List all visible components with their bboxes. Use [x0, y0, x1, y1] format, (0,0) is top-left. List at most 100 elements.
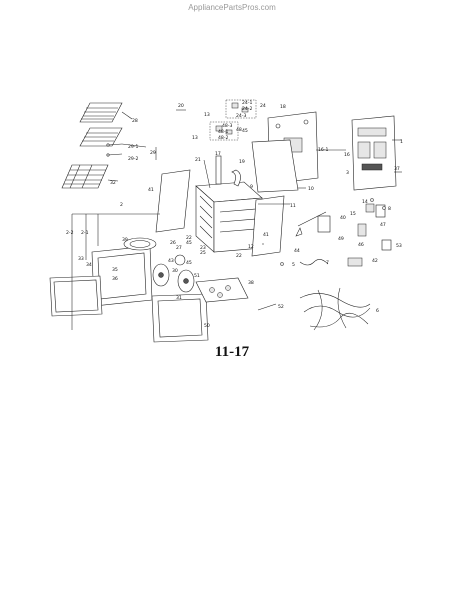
part-number-labels: 1 2 2-1 2-2 3 5 6 7 8 9 10 11 12 13 13 1…	[66, 100, 403, 329]
part-label: 24-3	[236, 113, 247, 119]
fan-blade-part-43	[174, 254, 186, 266]
leader-lines	[71, 111, 402, 330]
clip-part-19	[231, 169, 241, 187]
rack-slide	[106, 143, 123, 157]
part-label: 24-1	[242, 100, 253, 106]
burner-plate-part-38	[195, 277, 249, 303]
part-label: 47	[380, 222, 386, 228]
part-label: 32	[110, 180, 116, 186]
part-label: 45	[186, 240, 192, 246]
part-label: 37	[394, 166, 400, 172]
part-label: 25	[200, 250, 206, 256]
bracket-part-17	[215, 155, 222, 185]
part-label: 20	[178, 103, 184, 109]
oven-rack-middle	[79, 127, 123, 147]
door-glass-inner	[157, 298, 203, 338]
tube-part-21	[203, 159, 211, 189]
part-label: 10	[308, 186, 314, 192]
part-label: 42	[372, 258, 378, 264]
relay-part-46	[357, 223, 367, 237]
part-label: 9	[250, 184, 253, 190]
part-label: 45	[186, 260, 192, 266]
heating-element-part-26	[123, 237, 157, 251]
part-label: 40	[340, 215, 346, 221]
insulation-blanket	[251, 139, 299, 193]
part-label: 2	[120, 202, 123, 208]
oven-cavity	[195, 181, 263, 253]
bracket-part-49	[317, 215, 331, 233]
connector-part-42	[347, 257, 363, 267]
parts-group-box-48	[209, 121, 239, 141]
part-label: 41	[263, 232, 269, 238]
part-label: 22	[236, 253, 242, 259]
part-label: 18	[280, 104, 286, 110]
hinge-parts	[215, 102, 249, 135]
switch-part-53	[381, 239, 392, 251]
oven-rack-lower	[61, 164, 109, 189]
watermark: AppliancePartsPros.com	[188, 3, 276, 12]
part-label: 8	[388, 206, 391, 212]
part-label: 13	[204, 112, 210, 118]
wiring-harness-part-6	[299, 287, 371, 331]
part-label: 48-3	[222, 123, 233, 129]
part-label: 23	[200, 245, 206, 251]
part-label: 53	[396, 243, 402, 249]
part-label: 28	[132, 118, 138, 124]
screw-part-8	[382, 206, 386, 210]
part-label: 29-1	[128, 144, 139, 150]
part-label: 49	[338, 236, 344, 242]
part-label: 2-1	[81, 230, 89, 236]
part-label: 38	[248, 280, 254, 286]
door-gasket-left	[155, 169, 191, 233]
oven-rack-upper	[79, 102, 123, 123]
part-label: 29-2	[128, 156, 139, 162]
door-assembly	[49, 245, 153, 317]
part-label: 36	[112, 276, 118, 282]
part-label: 51	[194, 273, 200, 279]
part-label: 13	[192, 135, 198, 141]
part-label: 45	[242, 128, 248, 134]
part-label: 21	[195, 157, 201, 163]
part-label: 7	[326, 260, 329, 266]
wire-part-7	[299, 259, 329, 266]
part-label: 31	[176, 295, 182, 301]
part-label: 3	[346, 170, 349, 176]
part-label: 29	[150, 150, 156, 156]
part-label: 39	[122, 237, 128, 243]
part-label: 22	[186, 235, 192, 241]
fan-part-30	[152, 263, 170, 287]
part-label: 30	[172, 268, 178, 274]
part-label: 50	[204, 323, 210, 329]
part-label: 19	[239, 159, 245, 165]
part-label: 27	[176, 245, 182, 251]
thermostat-part-44	[295, 211, 327, 237]
part-label: 46	[358, 242, 364, 248]
fan-motor-part-31	[177, 269, 195, 293]
part-label: 12	[248, 244, 254, 250]
door-gasket-right	[251, 195, 285, 257]
part-label: 41	[148, 187, 154, 193]
part-label: 16-1	[318, 147, 329, 153]
part-label: 43	[168, 258, 174, 264]
part-label: 24-2	[242, 106, 253, 112]
part-label: 1	[400, 139, 403, 145]
part-label: 48-2	[218, 135, 229, 141]
part-label: 48	[236, 127, 242, 133]
sensor-part-52	[257, 303, 277, 311]
screw-part-14	[370, 198, 374, 202]
part-label: 26	[170, 240, 176, 246]
part-label: 33	[78, 256, 84, 262]
part-label: 5	[292, 262, 295, 268]
bracket-part-47	[375, 204, 386, 218]
screw-part-5	[280, 262, 284, 266]
part-label: 6	[376, 308, 379, 314]
part-label: 35	[112, 267, 118, 273]
page-number: 11-17	[214, 344, 250, 360]
part-label: 48-1	[218, 129, 229, 135]
part-label: 17	[215, 151, 221, 157]
part-label: 2-2	[66, 230, 74, 236]
part-label: 34	[86, 262, 92, 268]
parts-group-box-24	[225, 99, 257, 119]
part-label: 14	[362, 199, 368, 205]
